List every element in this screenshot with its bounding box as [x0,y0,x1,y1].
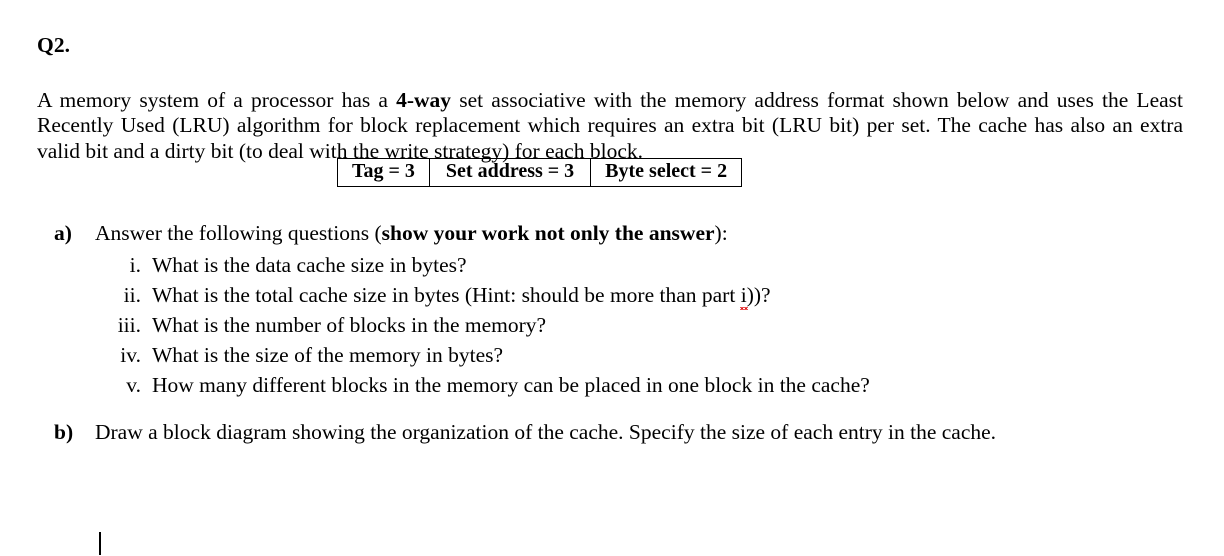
part-b-marker: b) [54,420,74,444]
subquestion-text-i: What is the data cache size in bytes? [152,253,467,277]
subquestion-numeral-iv: iv. [120,343,141,367]
table-row: Tag = 3 Set address = 3 Byte select = 2 [337,158,743,187]
part-b-row: b) Draw a block diagram showing the orga… [54,420,996,445]
address-field-set-address: Set address = 3 [428,158,592,187]
subquestion-text-iii: What is the number of blocks in the memo… [152,313,547,337]
subquestion-ii-text-before: What is the total cache size in bytes (H… [152,283,741,307]
subquestion-numeral-v: v. [126,373,141,397]
part-a-lead-plain-1: Answer the following questions ( [95,221,382,245]
part-b-text: Draw a block diagram showing the organiz… [95,420,997,444]
list-item: iv. What is the size of the memory in by… [108,342,870,372]
intro-segment-3: set associative with the memory address … [37,87,1183,163]
subquestion-text-ii: What is the total cache size in bytes (H… [152,282,771,310]
list-item: i. What is the data cache size in bytes? [108,252,870,282]
list-item: v. How many different blocks in the memo… [108,372,870,402]
list-item: iii. What is the number of blocks in the… [108,312,870,342]
address-field-byte-select: Byte select = 2 [590,158,743,187]
part-b-block: b) Draw a block diagram showing the orga… [54,420,996,445]
list-item: ii. What is the total cache size in byte… [108,282,870,312]
part-a-lead-row: a) Answer the following questions (show … [54,221,728,246]
part-a-lead-text: Answer the following questions (show you… [95,221,728,246]
part-a-lead-plain-2: ): [714,221,728,245]
question-intro-paragraph: A memory system of a processor has a 4-w… [37,88,1183,165]
part-a-marker: a) [54,221,72,245]
intro-segment-1: A memory system of a processor has a [37,87,397,112]
subquestion-numeral-ii: ii. [123,283,141,307]
subquestion-ii-text-after: ))? [746,283,771,307]
text-cursor-caret [99,532,101,555]
subquestion-numeral-i: i. [129,253,141,277]
subquestion-text-iv: What is the size of the memory in bytes? [152,343,504,367]
address-field-tag: Tag = 3 [337,158,430,187]
part-a-lead-emphasis: show your work not only the answer [381,221,715,245]
part-a-subquestion-list: i. What is the data cache size in bytes?… [108,252,870,402]
subquestion-numeral-iii: iii. [117,313,141,337]
spellcheck-misspelled-word: i [739,283,748,310]
question-number-label: Q2. [37,33,71,57]
subquestion-text-v: How many different blocks in the memory … [152,373,870,397]
intro-segment-2-bold: 4-way [396,87,452,112]
part-a-block: a) Answer the following questions (show … [54,221,728,246]
address-format-table: Tag = 3 Set address = 3 Byte select = 2 [337,158,743,187]
